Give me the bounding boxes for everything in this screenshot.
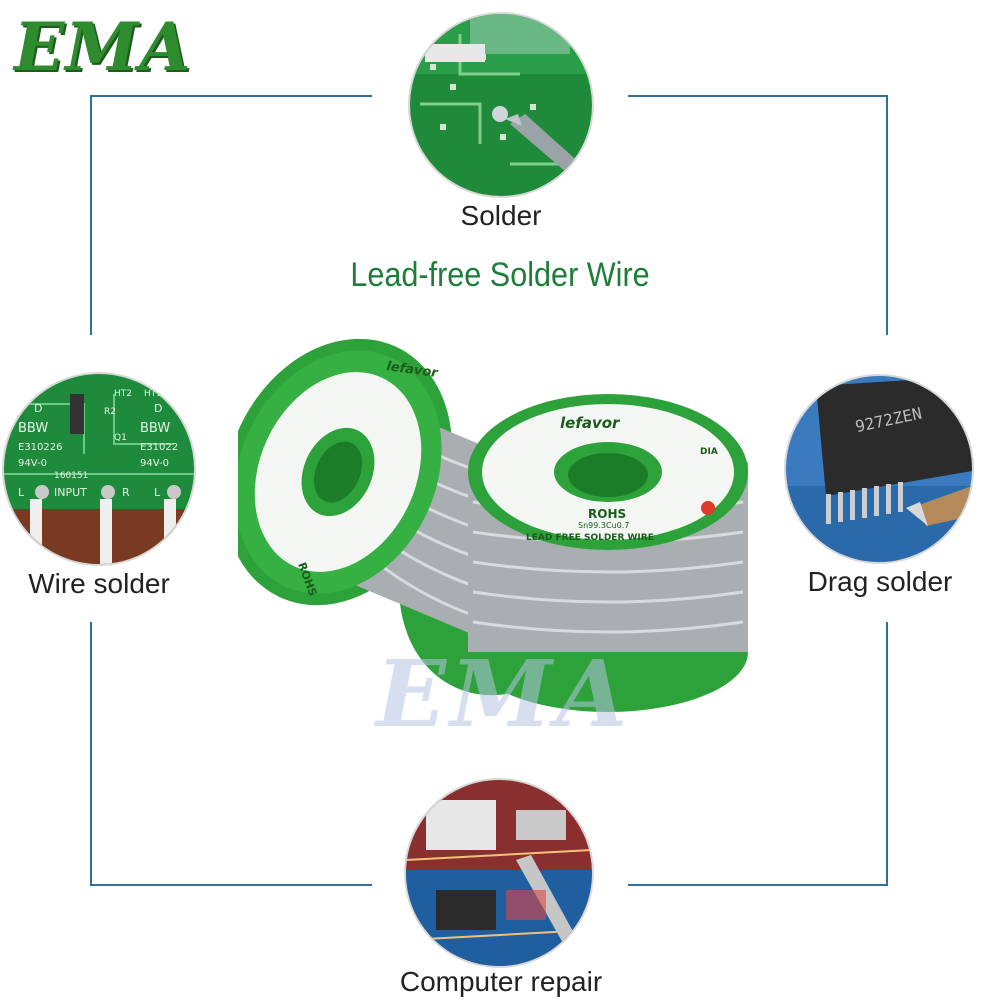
pcb-text-l-left: L (18, 486, 25, 499)
frame-left-top (90, 95, 92, 335)
pcb-text-e31022: E31022 (140, 442, 178, 453)
wire-solder-image: BBW E310226 94V-0 INPUT 160151 L R D Q1 … (4, 374, 194, 564)
computer-repair-image (406, 780, 592, 966)
spool-front-brand: lefavor (560, 414, 621, 432)
spool-front-text: LEAD FREE SOLDER WIRE (526, 533, 654, 543)
computer-repair-label: Computer repair (399, 966, 603, 997)
product-headline: Lead-free Solder Wire (350, 256, 650, 294)
frame-right-top (886, 95, 888, 335)
drag-solder-image: 9272ZEN (786, 376, 972, 562)
brand-logo: EMA (14, 8, 192, 86)
pcb-text-d-right: D (154, 402, 162, 415)
spool-front-alloy: Sn99.3Cu0.7 (578, 521, 629, 530)
solder-image (410, 14, 592, 196)
brand-watermark: EMA (376, 640, 632, 748)
spool-front-dia: DIA (700, 447, 718, 457)
pcb-text-r2: R2 (104, 407, 116, 417)
spool-front: lefavor ROHS Sn99.3Cu0.7 LEAD FREE SOLDE… (468, 394, 748, 712)
frame-top-left (90, 95, 372, 97)
pcb-text-d-left: D (34, 402, 42, 415)
spool-back-brand: lefavor (385, 359, 440, 381)
pcb-text-ht2: HT2 (114, 389, 132, 399)
frame-right-bottom (886, 622, 888, 884)
pcb-text-bbw-left: BBW (18, 421, 48, 436)
pcb-text-94v0-right: 94V-0 (140, 458, 169, 469)
pcb-text-ht1: HT1 (144, 389, 162, 399)
pcb-text-l-right: L (154, 486, 161, 499)
pcb-text-r-left: R (122, 486, 130, 499)
pcb-text-bbw-right: BBW (140, 421, 170, 436)
spool-front-rohs: ROHS (588, 507, 626, 521)
frame-top-right (628, 95, 888, 97)
pcb-text-q1: Q1 (114, 433, 127, 443)
frame-left-bottom (90, 622, 92, 884)
pcb-text-160151: 160151 (54, 471, 88, 481)
frame-bottom-left (90, 884, 372, 886)
drag-solder-label: Drag solder (807, 566, 953, 597)
solder-spools-illustration: lefavor ROHS lefavor ROHS Sn99.3Cu0.7 LE… (224, 332, 768, 717)
pcb-text-e310226: E310226 (18, 442, 63, 453)
pcb-text-94v0-left: 94V-0 (18, 458, 47, 469)
wire-solder-label: Wire solder (28, 568, 170, 599)
pcb-text-input: INPUT (54, 486, 87, 499)
solder-label: Solder (460, 200, 542, 231)
frame-bottom-right (628, 884, 888, 886)
